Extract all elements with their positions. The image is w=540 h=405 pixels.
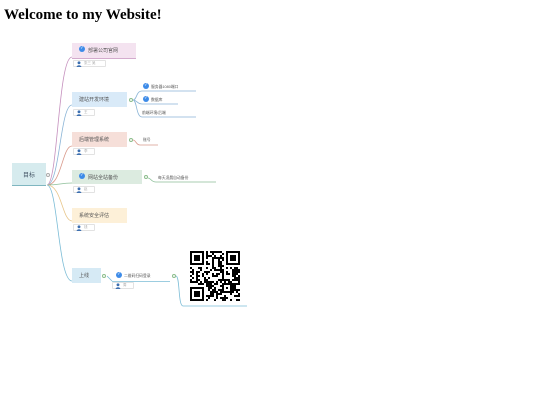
- collapse-toggle[interactable]: [129, 138, 133, 142]
- leaf-item[interactable]: 前端环境/后端: [142, 111, 166, 115]
- branch-3-label: 后端管理系统: [79, 137, 110, 143]
- sub-node-label[interactable]: 二维码扫码登录: [124, 273, 151, 278]
- check-icon[interactable]: ✓: [143, 83, 149, 89]
- branch-5-label: 系统安全评估: [79, 213, 110, 219]
- connector-branch-5: [46, 184, 73, 222]
- branch-node-6[interactable]: 上线: [72, 268, 101, 283]
- user-icon: [76, 149, 82, 155]
- leaf-item[interactable]: 每天凌晨自动备份: [158, 175, 189, 180]
- check-icon[interactable]: ✓: [116, 272, 122, 278]
- branch-2-label: 建站开发环境: [79, 97, 110, 103]
- owner-label: 王: [84, 110, 88, 114]
- check-icon[interactable]: ✓: [79, 46, 85, 52]
- leaf-item[interactable]: 服务器1080端口: [151, 84, 179, 89]
- branch-5-owner[interactable]: 钱: [73, 224, 95, 231]
- connector-branch-3: [46, 145, 73, 186]
- connector-branch-2: [46, 104, 73, 186]
- connector-branch-1: [46, 56, 73, 186]
- user-icon: [76, 61, 82, 67]
- branch-4-label: 网站全站备份: [88, 174, 119, 181]
- branch-node-4[interactable]: ✓ 网站全站备份: [72, 170, 142, 184]
- collapse-toggle[interactable]: [172, 274, 176, 278]
- leaf-item[interactable]: 账号: [143, 138, 151, 142]
- branch-node-5[interactable]: 系统安全评估: [72, 208, 127, 223]
- branch-node-3[interactable]: 后端管理系统: [72, 132, 127, 147]
- branch-1-label: 部署公司官网: [88, 48, 119, 54]
- branch-6-label: 上线: [79, 273, 90, 279]
- branch-2-owner[interactable]: 王: [73, 109, 95, 116]
- sub-node-owner[interactable]: 周: [112, 282, 134, 289]
- user-icon: [76, 187, 82, 193]
- owner-label: 李: [84, 149, 88, 153]
- collapse-toggle[interactable]: [102, 274, 106, 278]
- user-icon: [115, 283, 121, 289]
- branch-node-1[interactable]: ✓ 部署公司官网: [72, 43, 136, 58]
- branch-1-owner[interactable]: 张三 吴: [73, 60, 106, 67]
- check-icon[interactable]: ✓: [143, 96, 149, 102]
- connector-branch-4: [46, 182, 73, 186]
- owner-label: 周: [123, 283, 127, 287]
- collapse-toggle[interactable]: [129, 98, 133, 102]
- branch-4-owner[interactable]: 赵: [73, 186, 95, 193]
- branch-3-owner[interactable]: 李: [73, 148, 95, 155]
- collapse-toggle[interactable]: [144, 175, 148, 179]
- mindmap-root-node[interactable]: 目标: [12, 163, 46, 186]
- user-icon: [76, 110, 82, 116]
- qr-code-icon: [190, 251, 240, 301]
- check-icon[interactable]: ✓: [79, 173, 85, 179]
- connector-branch-6: [46, 184, 73, 282]
- page-title: Welcome to my Website!: [4, 7, 162, 23]
- owner-label: 张三 吴: [84, 61, 96, 65]
- owner-label: 赵: [84, 187, 88, 191]
- owner-label: 钱: [84, 225, 88, 229]
- root-collapse-toggle[interactable]: [46, 173, 50, 177]
- root-label: 目标: [22, 172, 35, 179]
- branch-node-2[interactable]: 建站开发环境: [72, 92, 127, 107]
- leaf-item[interactable]: 数据库: [151, 97, 163, 102]
- user-icon: [76, 225, 82, 231]
